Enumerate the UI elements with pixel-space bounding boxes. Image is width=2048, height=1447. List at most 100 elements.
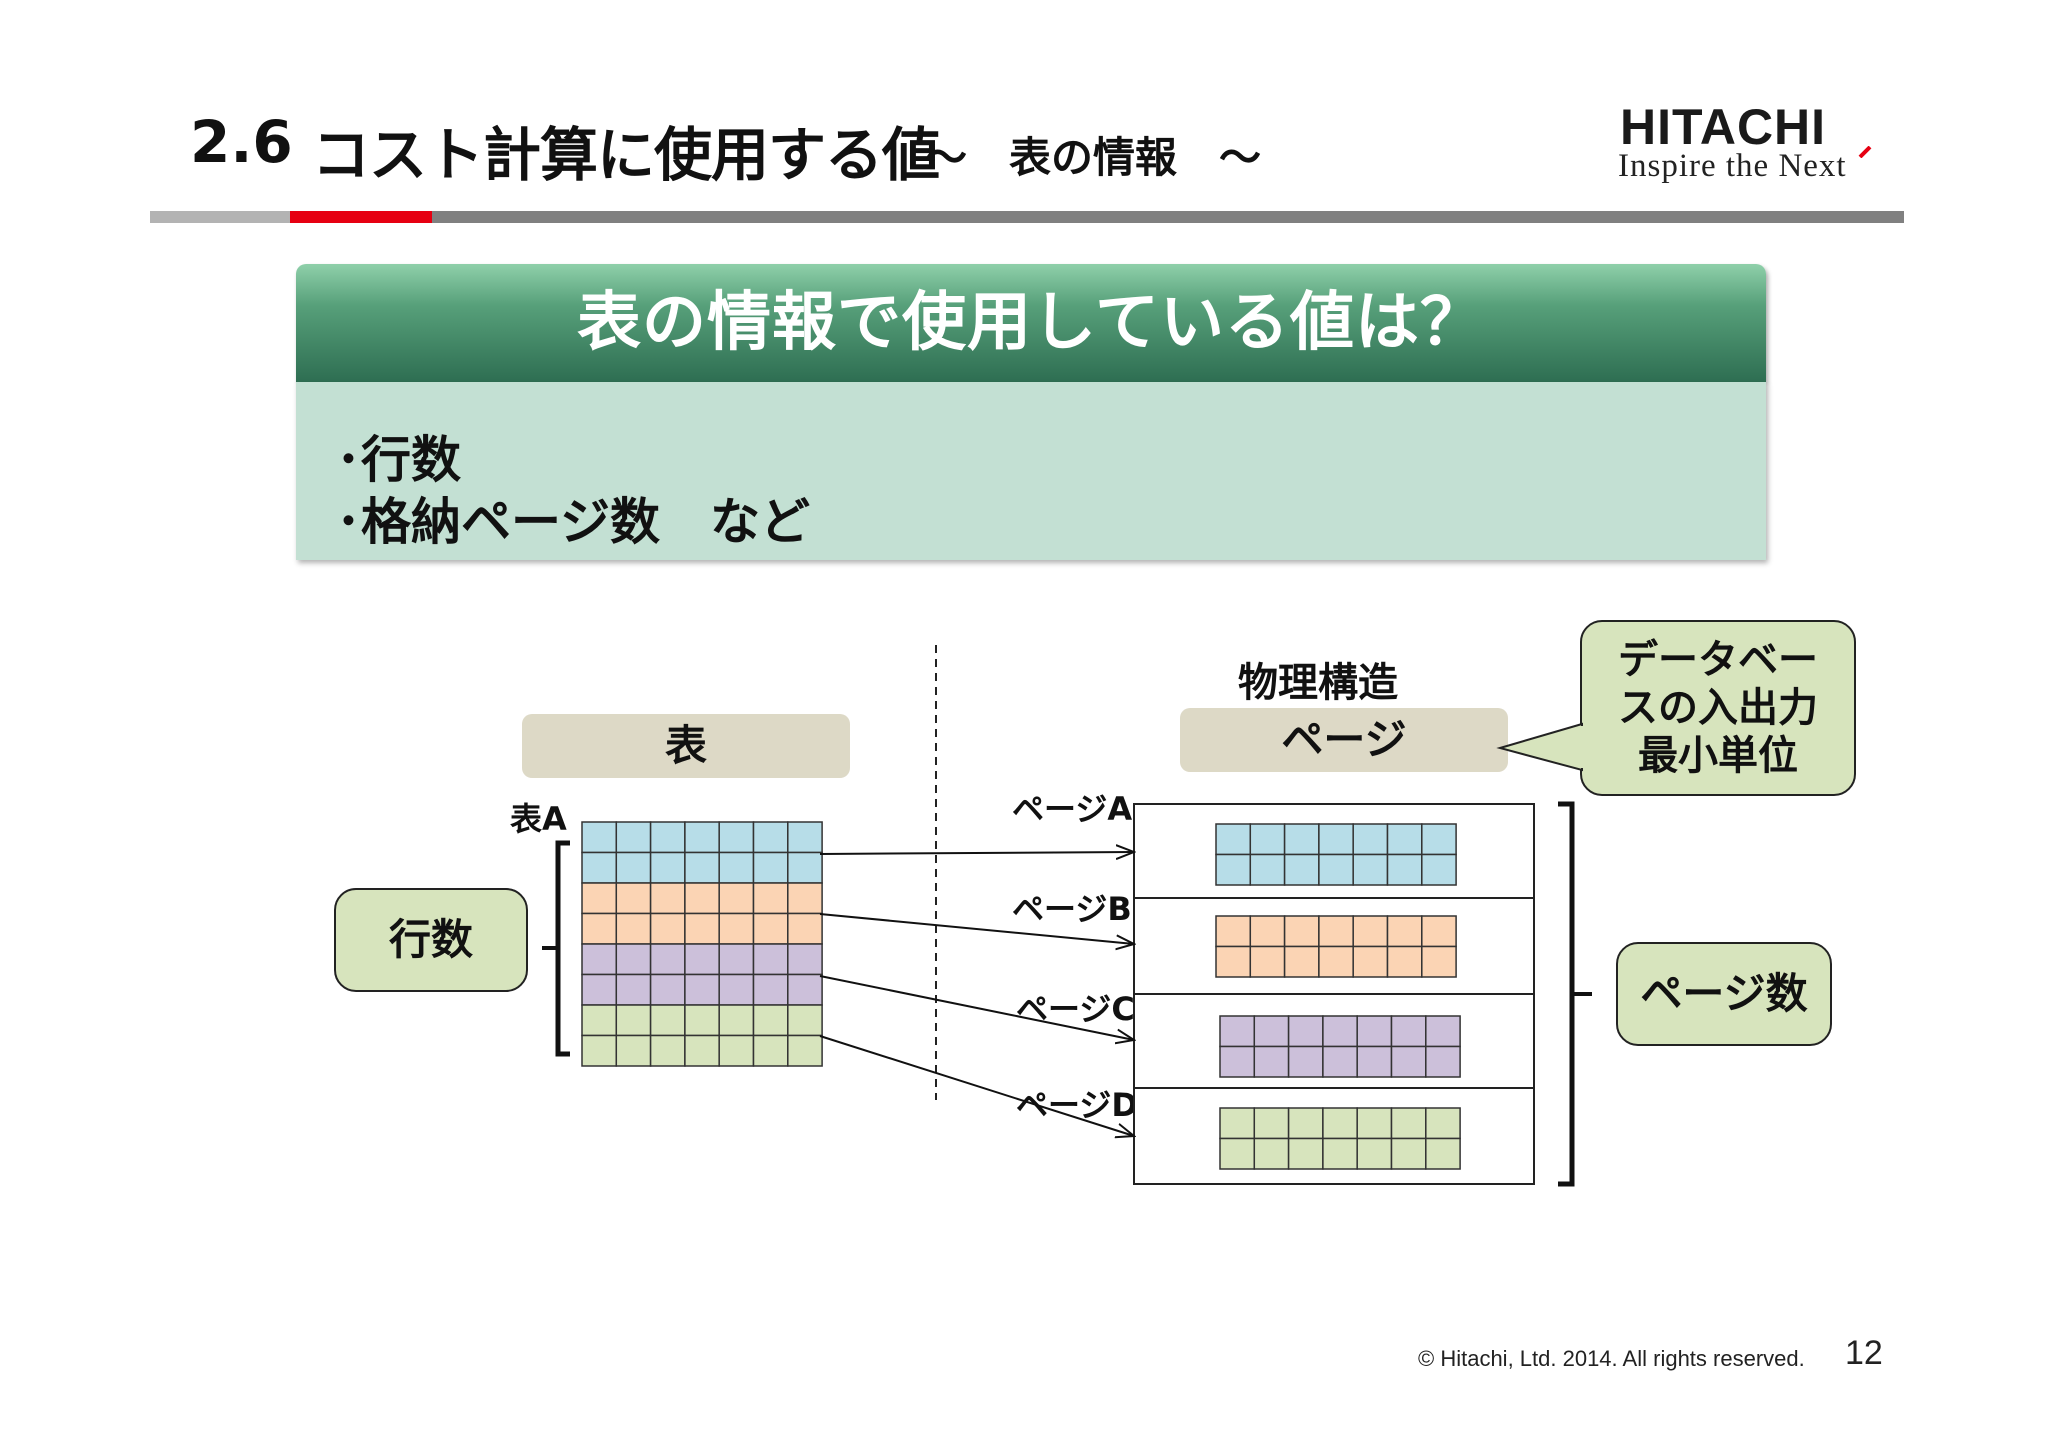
grid-cell bbox=[1219, 1045, 1256, 1078]
page-b-label: ページB bbox=[1012, 890, 1132, 928]
grid-cell bbox=[1386, 915, 1423, 948]
grid-cell bbox=[1249, 945, 1286, 978]
logo-tagline: Inspire the Next bbox=[1618, 148, 1847, 184]
grid-cell bbox=[1287, 1045, 1324, 1078]
grid-cell bbox=[1356, 1137, 1393, 1170]
grid-cell bbox=[581, 973, 618, 1006]
grid-cell bbox=[787, 1004, 823, 1037]
hitachi-logo: HITACHI bbox=[1620, 99, 1827, 155]
copyright: © Hitachi, Ltd. 2014. All rights reserve… bbox=[1418, 1346, 1805, 1371]
grid-cell bbox=[1322, 1107, 1358, 1140]
grid-cell bbox=[1390, 1015, 1427, 1048]
grid-cell bbox=[1356, 1107, 1393, 1140]
grid-cell bbox=[752, 912, 789, 945]
grid-cell bbox=[787, 1034, 823, 1067]
grid-cell bbox=[787, 882, 823, 915]
grid-cell bbox=[787, 851, 823, 884]
grid-cell bbox=[1425, 1137, 1461, 1170]
grid-cell bbox=[752, 973, 789, 1006]
grid-cell bbox=[1219, 1137, 1256, 1170]
grid-cell bbox=[615, 943, 652, 976]
arrow-to-page-a bbox=[819, 852, 1134, 854]
grid-cell bbox=[1425, 1015, 1461, 1048]
grid-cell bbox=[615, 821, 652, 854]
callout-line: データベー bbox=[1618, 637, 1818, 683]
arrow-to-page-c bbox=[819, 975, 1134, 1040]
section-number: 2.6 bbox=[190, 108, 293, 176]
grid-cell bbox=[752, 821, 789, 854]
page-number: 12 bbox=[1845, 1334, 1883, 1372]
grid-cell bbox=[581, 882, 618, 915]
grid-cell bbox=[1318, 915, 1354, 948]
physical-structure-label: 物理構造 bbox=[1238, 660, 1398, 706]
grid-cell bbox=[1352, 915, 1389, 948]
grid-cell bbox=[684, 821, 720, 854]
grid-cell bbox=[1356, 1015, 1393, 1048]
grid-cell bbox=[1253, 1045, 1290, 1078]
arrow-to-page-d bbox=[819, 1035, 1134, 1136]
grid-cell bbox=[1421, 915, 1457, 948]
grid-cell bbox=[1215, 915, 1252, 948]
grid-cell bbox=[1283, 823, 1320, 856]
grid-cell bbox=[1421, 823, 1457, 856]
header-rule-accent bbox=[290, 211, 432, 223]
grid-cell bbox=[1425, 1045, 1461, 1078]
grid-cell bbox=[684, 1034, 720, 1067]
grid-cell bbox=[684, 943, 720, 976]
grid-cell bbox=[718, 1034, 755, 1067]
grid-cell bbox=[1318, 945, 1354, 978]
callout-line: スの入出力 bbox=[1618, 685, 1818, 731]
grid-cell bbox=[684, 882, 720, 915]
grid-cell bbox=[649, 851, 686, 884]
callout-pointer bbox=[1496, 722, 1583, 772]
grid-cell bbox=[1249, 915, 1286, 948]
grid-cell bbox=[752, 943, 789, 976]
grid-cell bbox=[649, 1004, 686, 1037]
page-a-label: ページA bbox=[1012, 790, 1133, 828]
page-tag: ページ bbox=[1180, 708, 1508, 772]
grid-cell bbox=[1287, 1015, 1324, 1048]
grid-cell bbox=[718, 973, 755, 1006]
page-title: コスト計算に使用する値 bbox=[312, 121, 940, 189]
grid-cell bbox=[1386, 945, 1423, 978]
grid-cell bbox=[615, 1034, 652, 1067]
page-c-label: ページC bbox=[1016, 990, 1135, 1028]
grid-cell bbox=[787, 821, 823, 854]
grid-cell bbox=[1283, 853, 1320, 886]
grid-cell bbox=[1215, 853, 1252, 886]
grid-cell bbox=[1253, 1015, 1290, 1048]
page-grids bbox=[1215, 823, 1461, 1170]
grid-cell bbox=[1219, 1015, 1256, 1048]
row-count-label: 行数 bbox=[334, 888, 528, 992]
grid-cell bbox=[787, 912, 823, 945]
grid-cell bbox=[649, 912, 686, 945]
grid-cell bbox=[1386, 853, 1423, 886]
grid-cell bbox=[1390, 1045, 1427, 1078]
grid-cell bbox=[1421, 853, 1457, 886]
table-a-grid bbox=[581, 821, 823, 1067]
grid-cell bbox=[1352, 853, 1389, 886]
grid-cell bbox=[1283, 945, 1320, 978]
grid-cell bbox=[1425, 1107, 1461, 1140]
grid-cell bbox=[1249, 823, 1286, 856]
grid-cell bbox=[1390, 1107, 1427, 1140]
grid-cell bbox=[787, 973, 823, 1006]
grid-cell bbox=[1322, 1015, 1358, 1048]
grid-cell bbox=[615, 1004, 652, 1037]
row-bracket bbox=[555, 840, 570, 1057]
callout-line: 最小単位 bbox=[1638, 733, 1798, 779]
grid-cell bbox=[1322, 1045, 1358, 1078]
grid-cell bbox=[649, 882, 686, 915]
grid-cell bbox=[581, 943, 618, 976]
grid-cell bbox=[684, 1004, 720, 1037]
page-count-label: ページ数 bbox=[1616, 942, 1832, 1046]
header-rule-right bbox=[432, 211, 1904, 223]
grid-cell bbox=[752, 1004, 789, 1037]
grid-cell bbox=[684, 973, 720, 1006]
page-subtitle: ～ 表の情報 ～ bbox=[925, 133, 1262, 182]
grid-cell bbox=[1352, 823, 1389, 856]
bullet-row-count: ･行数 bbox=[336, 431, 461, 489]
table-name-label: 表A bbox=[510, 800, 567, 838]
grid-cell bbox=[718, 943, 755, 976]
grid-cell bbox=[581, 1004, 618, 1037]
